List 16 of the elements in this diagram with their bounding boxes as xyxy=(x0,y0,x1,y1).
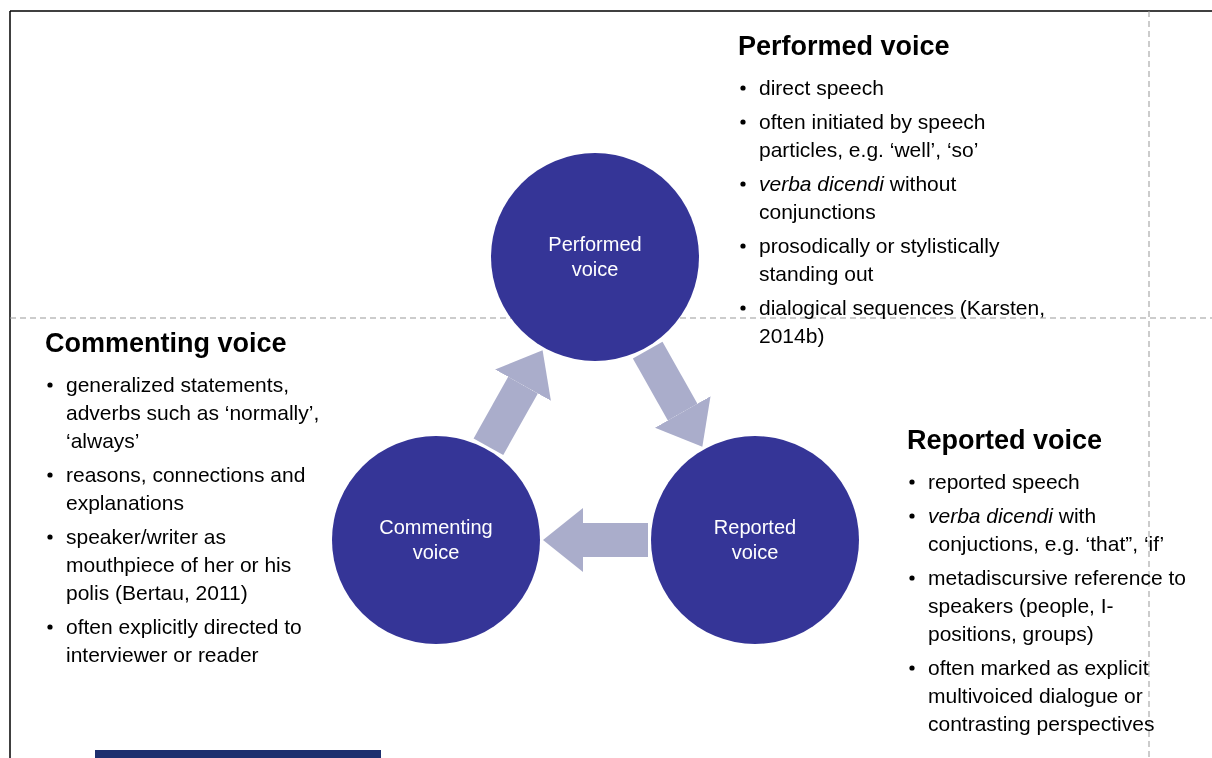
circle-label: Reported voice xyxy=(712,515,798,565)
section-heading: Reported voice xyxy=(907,424,1104,456)
bullet-text: often marked as explicit multivoiced dialogue or contrasting perspectives xyxy=(928,655,1156,737)
block-arrow xyxy=(543,508,648,572)
block-arrow xyxy=(473,350,551,456)
bullet-text: reported speech xyxy=(928,469,1080,495)
bullet-text: direct speech xyxy=(759,75,884,101)
circle-label: Commenting voice xyxy=(378,515,494,565)
bullet-text: often explicitly directed to interviewer or reader xyxy=(66,614,303,668)
section-heading: Performed voice xyxy=(738,30,951,62)
circle-label: Performed voice xyxy=(547,232,643,282)
bullet-text: speaker/writer as mouthpiece of her or his polis (Bertau, 2011) xyxy=(66,524,293,606)
block-arrow xyxy=(632,341,711,447)
bullet-text: metadiscursive reference to speakers (people, I-positions, groups) xyxy=(928,565,1187,647)
bullet-text: dialogical sequences (Karsten, 2014b) xyxy=(759,295,1046,349)
section-heading: Commenting voice xyxy=(45,327,288,359)
